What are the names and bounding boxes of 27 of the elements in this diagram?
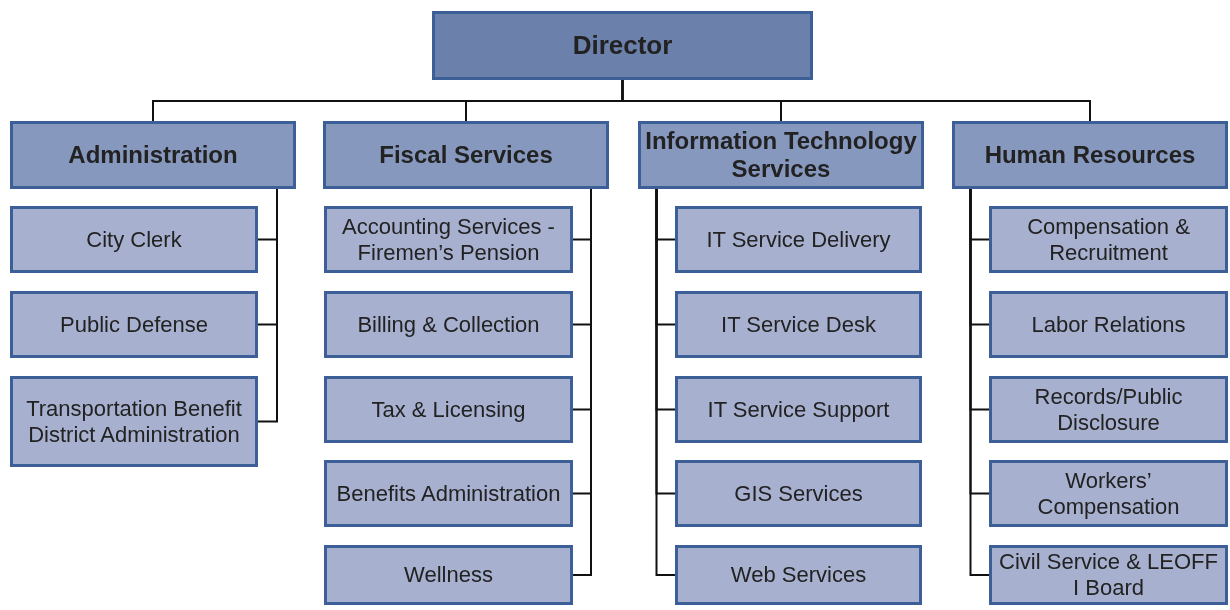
unit-box: IT Service Delivery: [675, 206, 922, 273]
unit-box: Labor Relations: [989, 291, 1228, 358]
unit-box: Billing & Collection: [324, 291, 573, 358]
unit-box: Accounting Services - Firemen’s Pension: [324, 206, 573, 273]
department-box: Fiscal Services: [323, 121, 609, 189]
unit-box: Records/Public Disclosure: [989, 376, 1228, 443]
unit-box: Tax & Licensing: [324, 376, 573, 443]
unit-box: IT Service Desk: [675, 291, 922, 358]
connector-line: [257, 188, 278, 423]
department-box: Human Resources: [952, 121, 1228, 189]
connector-line: [621, 79, 1091, 122]
unit-box: Compensation & Recruitment: [989, 206, 1228, 273]
department-box: Administration: [10, 121, 296, 189]
unit-box: Civil Service & LEOFF I Board: [989, 545, 1228, 605]
unit-box: Transportation Benefit District Administration: [10, 376, 258, 467]
unit-box: IT Service Support: [675, 376, 922, 443]
unit-box: Benefits Administration: [324, 460, 573, 527]
unit-box: Web Services: [675, 545, 922, 605]
unit-box: Public Defense: [10, 291, 258, 358]
connector-line: [969, 188, 990, 576]
unit-box: Wellness: [324, 545, 573, 605]
department-box: Information Technology Services: [638, 121, 924, 189]
connector-line: [655, 188, 676, 576]
unit-box: City Clerk: [10, 206, 258, 273]
unit-box: GIS Services: [675, 460, 922, 527]
unit-box: Workers’ Compensation: [989, 460, 1228, 527]
director-box: Director: [432, 11, 813, 80]
